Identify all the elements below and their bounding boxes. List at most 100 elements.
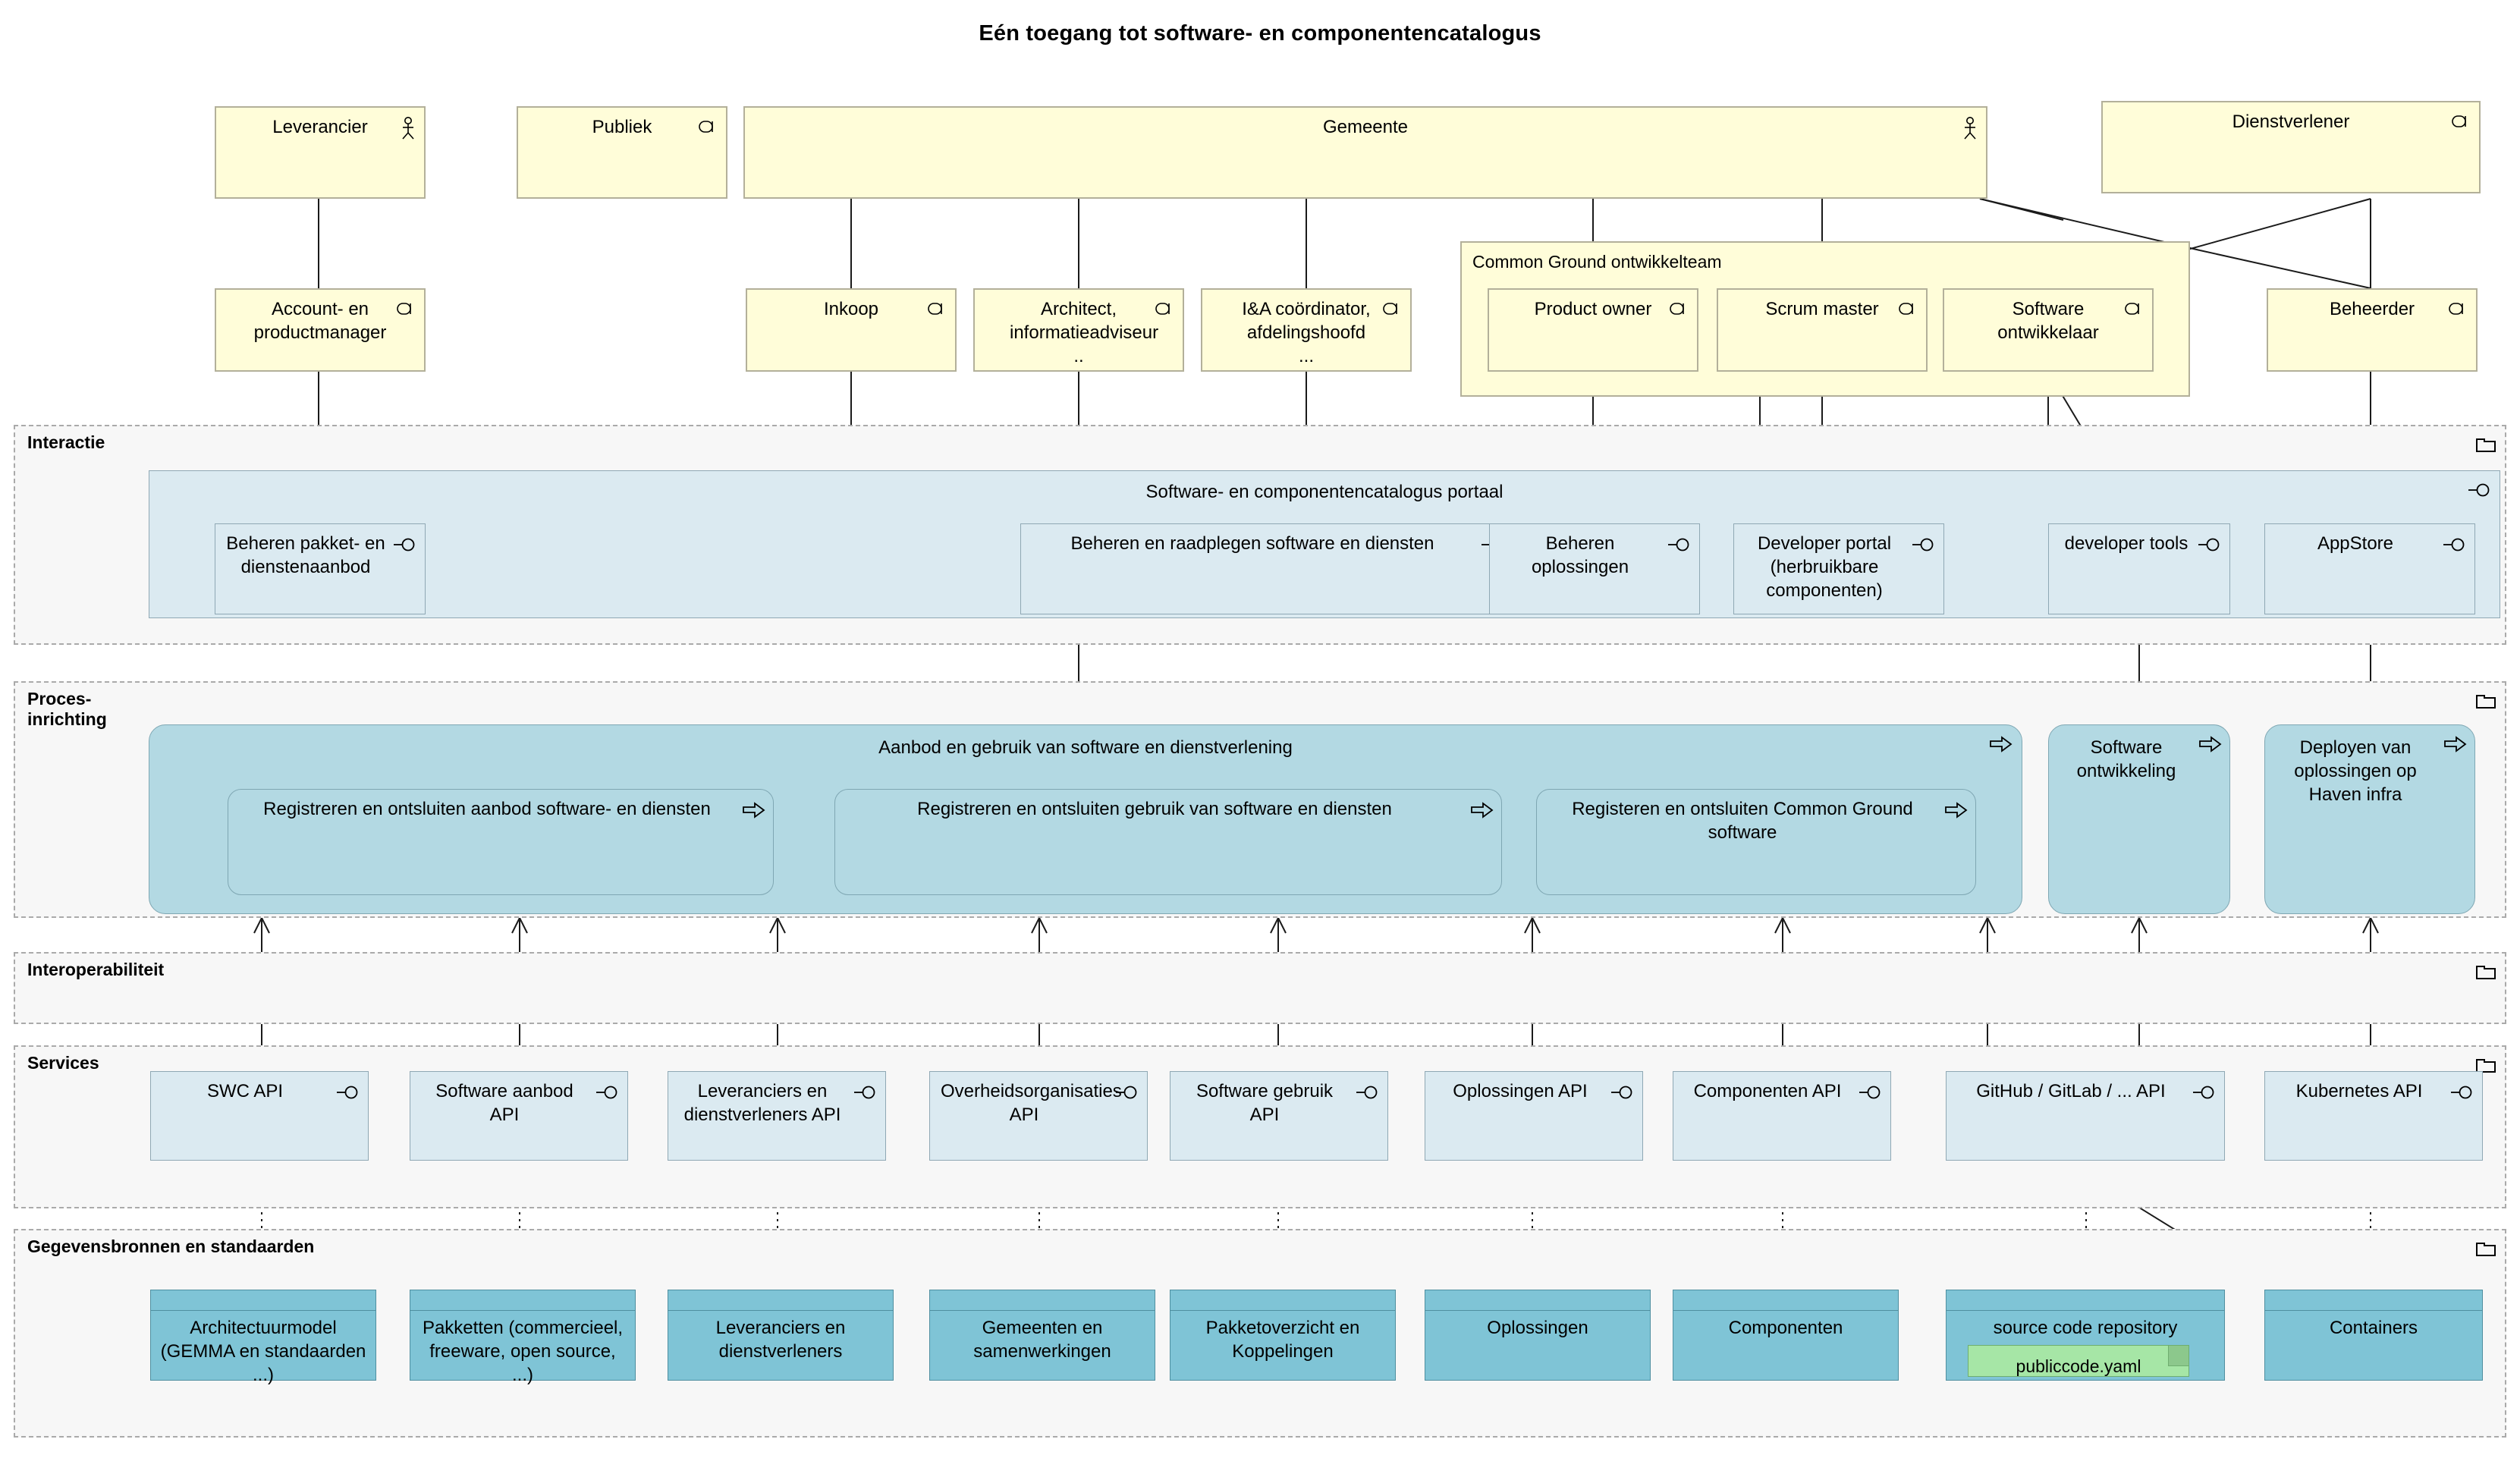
deliverable-publiccode-yaml[interactable]: publiccode.yaml [1968,1345,2189,1377]
role-icon [397,303,411,315]
dataobject-architectuurmodel[interactable]: Architectuurmodel (GEMMA en standaarden … [150,1290,376,1385]
api-label: Software gebruik API [1196,1081,1334,1125]
process-arrow-icon [2444,736,2467,753]
api-label: Leveranciers en dienstverleners API [683,1081,841,1125]
process-arrow-icon [1945,802,1968,819]
dataobject-containers[interactable]: Containers [2264,1290,2483,1381]
api-kubernetes[interactable]: Kubernetes API [2264,1071,2483,1161]
role-icon [2125,303,2139,315]
deliverable-label: publiccode.yaml [2016,1356,2141,1376]
actor-publiek[interactable]: Publiek [517,106,727,199]
actor-dienstverlener[interactable]: Dienstverlener [2101,101,2481,193]
dataobject-gemeenten-samenwerkingen[interactable]: Gemeenten en samenwerkingen [929,1290,1155,1381]
interface-icon [1859,1086,1881,1099]
service-developer-portal[interactable]: Developer portal (herbruikbare component… [1733,523,1944,614]
role-icon [928,303,942,315]
interface-icon [394,538,415,551]
folder-icon [2476,1059,2496,1073]
dataobject-leveranciers-dienstverleners[interactable]: Leveranciers en dienstverleners [668,1290,894,1381]
actor-gemeente[interactable]: Gemeente [743,106,1987,199]
process-registreren-ontsluiten-gebruik[interactable]: Registreren en ontsluiten gebruik van so… [834,789,1502,895]
dataobject-label: Componenten [1728,1318,1843,1338]
actor-label: Leverancier [272,117,368,137]
interface-icon [1116,1086,1137,1099]
api-software-gebruik[interactable]: Software gebruik API [1170,1071,1388,1161]
process-label: Registreren en ontsluiten gebruik van so… [917,799,1392,819]
role-icon [1899,303,1913,315]
api-software-aanbod[interactable]: Software aanbod API [410,1071,628,1161]
service-appstore[interactable]: AppStore [2264,523,2475,614]
role-label: Scrum master [1765,299,1879,319]
role-account-productmanager[interactable]: Account- en productmanager [215,288,426,372]
service-developer-tools[interactable]: developer tools [2048,523,2230,614]
api-label: Kubernetes API [2295,1081,2423,1101]
process-registreren-common-ground[interactable]: Registeren en ontsluiten Common Ground s… [1536,789,1976,895]
process-software-ontwikkeling[interactable]: Software ontwikkeling [2048,724,2230,914]
dataobject-label: Architectuurmodel (GEMMA en standaarden … [160,1318,366,1385]
service-label: Developer portal (herbruikbare component… [1757,533,1892,601]
process-group-label: Aanbod en gebruik van software en dienst… [878,737,1293,758]
role-icon [2449,303,2463,315]
process-arrow-icon [1471,802,1494,819]
actor-leverancier[interactable]: Leverancier [215,106,426,199]
dataobject-label: Pakketten (commercieel, freeware, open s… [422,1318,624,1385]
process-deployen-oplossingen-haven[interactable]: Deployen van oplossingen op Haven infra [2264,724,2475,914]
process-arrow-icon [1990,736,2013,753]
process-label: Software ontwikkeling [2076,737,2176,781]
interface-icon [2443,538,2465,551]
role-label: Beheerder [2329,299,2415,319]
api-leveranciers-dienstverleners[interactable]: Leveranciers en dienstverleners API [668,1071,886,1161]
dataobject-label: source code repository [1993,1318,2178,1338]
service-label: AppStore [2317,533,2394,554]
service-label: developer tools [2064,533,2189,554]
dataobject-pakketten[interactable]: Pakketten (commercieel, freeware, open s… [410,1290,636,1385]
role-inkoop[interactable]: Inkoop [746,288,957,372]
api-label: Software aanbod API [435,1081,573,1125]
api-github-gitlab[interactable]: GitHub / GitLab / ... API [1946,1071,2225,1161]
api-componenten[interactable]: Componenten API [1673,1071,1891,1161]
interface-icon [1356,1086,1378,1099]
interface-icon [2198,538,2220,551]
service-beheren-raadplegen-software-diensten[interactable]: Beheren en raadplegen software en dienst… [1020,523,1513,614]
role-product-owner[interactable]: Product owner [1488,288,1698,372]
process-registreren-ontsluiten-aanbod[interactable]: Registreren en ontsluiten aanbod softwar… [228,789,774,895]
lane-label: Interoperabiliteit [27,960,165,979]
interface-icon [337,1086,358,1099]
api-label: Componenten API [1693,1081,1842,1101]
process-arrow-icon [2199,736,2222,753]
api-overheidsorganisaties[interactable]: Overheidsorganisaties API [929,1071,1148,1161]
role-label: Account- en productmanager [253,299,387,343]
role-beheerder[interactable]: Beheerder [2267,288,2478,372]
actor-icon [402,117,414,140]
process-arrow-icon [743,802,765,819]
lane-label: Proces-inrichting [27,689,107,729]
api-oplossingen[interactable]: Oplossingen API [1425,1071,1643,1161]
api-swc[interactable]: SWC API [150,1071,369,1161]
dataobject-label: Oplossingen [1487,1318,1588,1338]
service-label: Beheren pakket- en dienstenaanbod [226,533,385,577]
portal-label: Software- en componentencatalogus portaa… [1145,482,1504,502]
dataobject-pakketoverzicht-koppelingen[interactable]: Pakketoverzicht en Koppelingen [1170,1290,1396,1381]
role-label: Architect, informatieadviseur .. [1010,299,1159,366]
group-label: Common Ground ontwikkelteam [1472,252,1722,272]
role-software-ontwikkelaar[interactable]: Software ontwikkelaar [1943,288,2154,372]
service-label: Beheren oplossingen [1531,533,1629,577]
dataobject-source-code-repository[interactable]: source code repository publiccode.yaml [1946,1290,2225,1381]
page-title: Eén toegang tot software- en componenten… [979,21,1541,46]
role-scrum-master[interactable]: Scrum master [1717,288,1928,372]
interface-icon [1611,1086,1632,1099]
api-label: Oplossingen API [1453,1081,1588,1101]
role-icon [699,121,713,133]
dataobject-componenten[interactable]: Componenten [1673,1290,1899,1381]
role-label: Product owner [1534,299,1652,319]
lane-label: Gegevensbronnen en standaarden [27,1236,315,1256]
service-beheren-oplossingen[interactable]: Beheren oplossingen [1489,523,1700,614]
service-beheren-pakket-dienstenaanbod[interactable]: Beheren pakket- en dienstenaanbod [215,523,426,614]
role-architect-informatieadviseur[interactable]: Architect, informatieadviseur .. [973,288,1184,372]
interface-icon [596,1086,617,1099]
dataobject-oplossingen[interactable]: Oplossingen [1425,1290,1651,1381]
actor-label: Gemeente [1322,117,1409,137]
service-label: Beheren en raadplegen software en dienst… [1070,533,1434,554]
role-ia-coordinator[interactable]: I&A coördinator, afdelingshoofd ... [1201,288,1412,372]
